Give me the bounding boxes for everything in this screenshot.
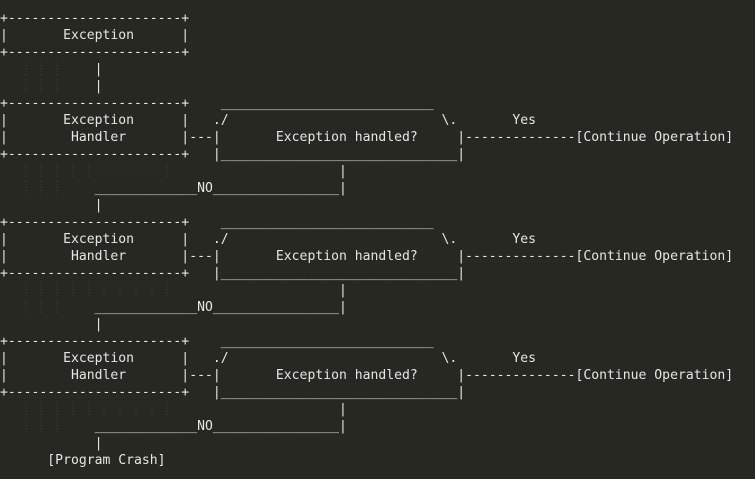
diagram-line: | Handler |---| Exception handled? |----… bbox=[0, 130, 734, 145]
diagram-line: +----------------------+ bbox=[0, 45, 190, 60]
diagram-line: | bbox=[0, 436, 103, 451]
diagram-line: +----------------------+ |______________… bbox=[0, 266, 466, 281]
diagram-line: +----------------------+ bbox=[0, 11, 190, 26]
diagram-line: _____________NO________________| bbox=[0, 300, 347, 315]
diagram-line: _____________NO________________| bbox=[0, 419, 347, 434]
diagram-line: | bbox=[0, 62, 103, 77]
diagram-line: | Handler |---| Exception handled? |----… bbox=[0, 249, 734, 264]
diagram-line: | Exception | ./ \. Yes bbox=[0, 113, 537, 128]
diagram-line: | Exception | bbox=[0, 28, 190, 43]
diagram-line: _____________NO________________| bbox=[0, 181, 347, 196]
diagram-line: +----------------------+ |______________… bbox=[0, 385, 466, 400]
diagram-line: +----------------------+ _______________… bbox=[0, 96, 434, 111]
diagram-line: | bbox=[0, 317, 103, 332]
diagram-line: +----------------------+ _______________… bbox=[0, 215, 434, 230]
diagram-line: | Exception | ./ \. Yes bbox=[0, 351, 537, 366]
diagram-line: +----------------------+ |______________… bbox=[0, 147, 466, 162]
diagram-line: | Handler |---| Exception handled? |----… bbox=[0, 368, 734, 383]
diagram-line: | bbox=[0, 283, 347, 298]
diagram-line: | bbox=[0, 402, 347, 417]
diagram-line: +----------------------+ _______________… bbox=[0, 334, 434, 349]
diagram-line: | bbox=[0, 164, 347, 179]
diagram-line: | Exception | ./ \. Yes bbox=[0, 232, 537, 247]
diagram-line: | bbox=[0, 198, 103, 213]
diagram-line: [Program Crash] bbox=[0, 453, 166, 468]
diagram-line: | bbox=[0, 79, 103, 94]
